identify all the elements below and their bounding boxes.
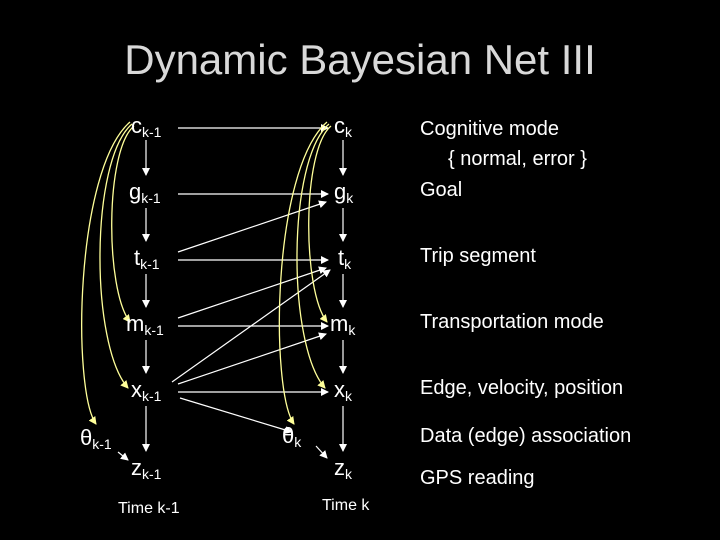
node-z-prev: zk-1 xyxy=(131,455,162,482)
node-c-prev: ck-1 xyxy=(131,113,162,140)
node-m-cur: mk xyxy=(330,311,356,338)
edge-c-m-prev xyxy=(111,125,135,323)
node-theta-cur: θk xyxy=(282,423,302,450)
theta-edges xyxy=(117,445,328,461)
node-theta-prev: θk-1 xyxy=(80,425,112,452)
slide-title: Dynamic Bayesian Net III xyxy=(124,36,596,83)
edge-c-theta-prev xyxy=(81,121,131,425)
time-label-cur: Time k xyxy=(322,497,370,514)
legend-goal: Goal xyxy=(420,179,463,201)
edge-x-t-long xyxy=(171,269,331,383)
edge-t-g-cross xyxy=(177,200,327,253)
legend-mode-values: { normal, error } xyxy=(448,148,587,170)
edge-x-theta-cross xyxy=(179,397,293,434)
edge-theta-z-prev xyxy=(117,451,129,461)
node-x-cur: xk xyxy=(334,377,352,404)
time-label-prev: Time k-1 xyxy=(118,500,180,517)
node-m-prev: mk-1 xyxy=(126,311,164,338)
edge-c-x-prev xyxy=(99,123,133,389)
legend-data-association: Data (edge) association xyxy=(420,425,632,447)
edge-c-theta-cur xyxy=(278,121,328,425)
node-t-prev: tk-1 xyxy=(134,245,160,272)
edge-x-m-cross xyxy=(177,332,327,385)
node-g-prev: gk-1 xyxy=(129,179,161,206)
node-c-cur: ck xyxy=(334,113,352,140)
edge-c-x-cur xyxy=(296,123,330,389)
node-z-cur: zk xyxy=(334,455,352,482)
node-g-cur: gk xyxy=(334,179,354,206)
node-x-prev: xk-1 xyxy=(131,377,162,404)
node-t-cur: tk xyxy=(338,245,352,272)
legend-transportation-mode: Transportation mode xyxy=(420,311,604,333)
edge-m-t-cross xyxy=(177,266,327,319)
cognitive-mode-edges xyxy=(81,121,332,425)
edge-theta-z-cur xyxy=(315,445,328,459)
legend-cognitive-mode: Cognitive mode xyxy=(420,118,559,140)
edge-c-m-cur xyxy=(308,125,332,323)
legend-gps-reading: GPS reading xyxy=(420,467,535,489)
temporal-edges xyxy=(171,124,331,434)
legend-trip-segment: Trip segment xyxy=(420,245,536,267)
legend-edge-velocity-position: Edge, velocity, position xyxy=(420,377,624,399)
